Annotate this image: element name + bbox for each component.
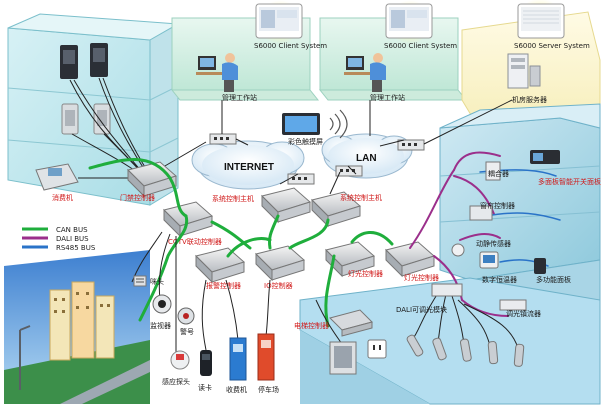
card-reader-device (200, 350, 212, 376)
operator-1 (196, 53, 238, 92)
parking-terminal-label: 停车场 (258, 385, 279, 394)
power-socket-icon (367, 339, 387, 359)
motion-sensor-device (451, 243, 465, 257)
workstation-1-label: 管理工作站 (222, 93, 257, 102)
light-controller-2 (385, 241, 436, 278)
legend-item-dali: DALI BUS (56, 235, 89, 243)
server-room-label: 机房服务器 (512, 95, 547, 104)
touch-screen-device (282, 113, 320, 135)
window-controller-label: 窗帘控制器 (480, 201, 515, 210)
microphone-device (133, 275, 147, 287)
system-controller-1 (261, 187, 312, 224)
alarm-controller (195, 247, 246, 284)
cctv-controller (163, 201, 214, 238)
switch-3 (287, 173, 315, 185)
can-bus-cables (88, 158, 394, 328)
consumption-machine-label: 消费机 (52, 193, 73, 202)
ticket-machine-label: 收费机 (226, 385, 247, 394)
server-rack (507, 53, 541, 89)
outdoor-scene (4, 250, 150, 404)
lamp-tubes (406, 334, 525, 367)
internet-label: INTERNET (224, 162, 274, 173)
electrical-cabinet (329, 341, 357, 375)
access-reader-2 (90, 43, 108, 77)
switch-2 (397, 139, 425, 151)
touch-screen-label: 彩色触摸屏 (288, 137, 323, 146)
consumption-machine-device (35, 163, 79, 191)
io-controller-label: IO控制器 (264, 281, 293, 290)
thermostat-device (479, 251, 499, 269)
monitor-screen-label: 监视器 (150, 321, 171, 330)
keypad-reader-1 (61, 103, 79, 135)
infrared-device (170, 350, 190, 370)
light-controller-1 (325, 241, 376, 278)
client-screen-2 (385, 3, 433, 39)
floor-slab (299, 277, 601, 405)
client-screen-1 (255, 3, 303, 39)
legend-item-rs485: RS485 BUS (56, 244, 96, 252)
cctv-controller-label: CCTV联动控制器 (168, 237, 222, 246)
system-controller-2-label: 系统控制主机 (340, 193, 382, 202)
coupler-label: 耦合器 (488, 169, 509, 178)
multi-switch-label: 多面板智能开关面板 (538, 177, 601, 186)
dimmer-controller-label: 调光镇流器 (506, 309, 541, 318)
dali-module-label: DALI可调光模块 (396, 305, 447, 314)
light-controller-2-label: 灯光控制器 (404, 273, 439, 282)
thermostat-label: 数字恒温器 (482, 275, 517, 284)
system-controller-2 (311, 191, 362, 228)
parking-terminal-device (257, 333, 275, 381)
network-links (157, 99, 513, 195)
dimmer-ballast (499, 299, 527, 311)
infrared-label: 感应探头 (162, 377, 190, 386)
lan-label: LAN (356, 153, 377, 164)
operator-2 (344, 53, 386, 92)
wireless-waves-icon (329, 109, 348, 139)
light-controller-1-label: 灯光控制器 (348, 269, 383, 278)
switch-4 (335, 165, 363, 177)
multi-panel-label: 多功能面板 (536, 275, 571, 284)
monitor-device (152, 294, 172, 314)
io-controller (255, 245, 306, 282)
legend: CAN BUS DALI BUS RS485 BUS (22, 226, 96, 252)
internet-cloud (191, 140, 305, 190)
access-reader-1 (60, 45, 78, 79)
sensor-label: 动静传感器 (476, 239, 511, 248)
dali-module (431, 283, 463, 297)
microphone-label: 咪头 (150, 277, 164, 286)
client-screen-2-label: S6000 Client System (384, 42, 457, 50)
alarm-horn-label: 警号 (180, 327, 194, 336)
workstation-2-label: 管理工作站 (370, 93, 405, 102)
alarm-horn-device (177, 307, 195, 325)
access-controller-label: 门禁控制器 (120, 193, 155, 202)
multi-function-panel (534, 258, 546, 274)
system-controller-1-label: 系统控制主机 (212, 194, 254, 203)
server-screen (517, 3, 565, 39)
alarm-controller-label: 报警控制器 (206, 281, 241, 290)
ticket-machine-device (229, 337, 247, 381)
server-screen-label: S6000 Server System (514, 42, 590, 50)
ec-controller-label: 电梯控制器 (294, 321, 329, 330)
coupler-device (485, 161, 501, 181)
access-controller (127, 161, 178, 198)
multi-switch-panel (530, 150, 560, 164)
legend-item-can: CAN BUS (56, 226, 88, 234)
switch-1 (209, 133, 237, 145)
card-reader-label: 读卡 (198, 383, 212, 392)
window-controller-device (469, 205, 493, 221)
elevator-controller-device (329, 309, 373, 337)
client-screen-1-label: S6000 Client System (254, 42, 327, 50)
